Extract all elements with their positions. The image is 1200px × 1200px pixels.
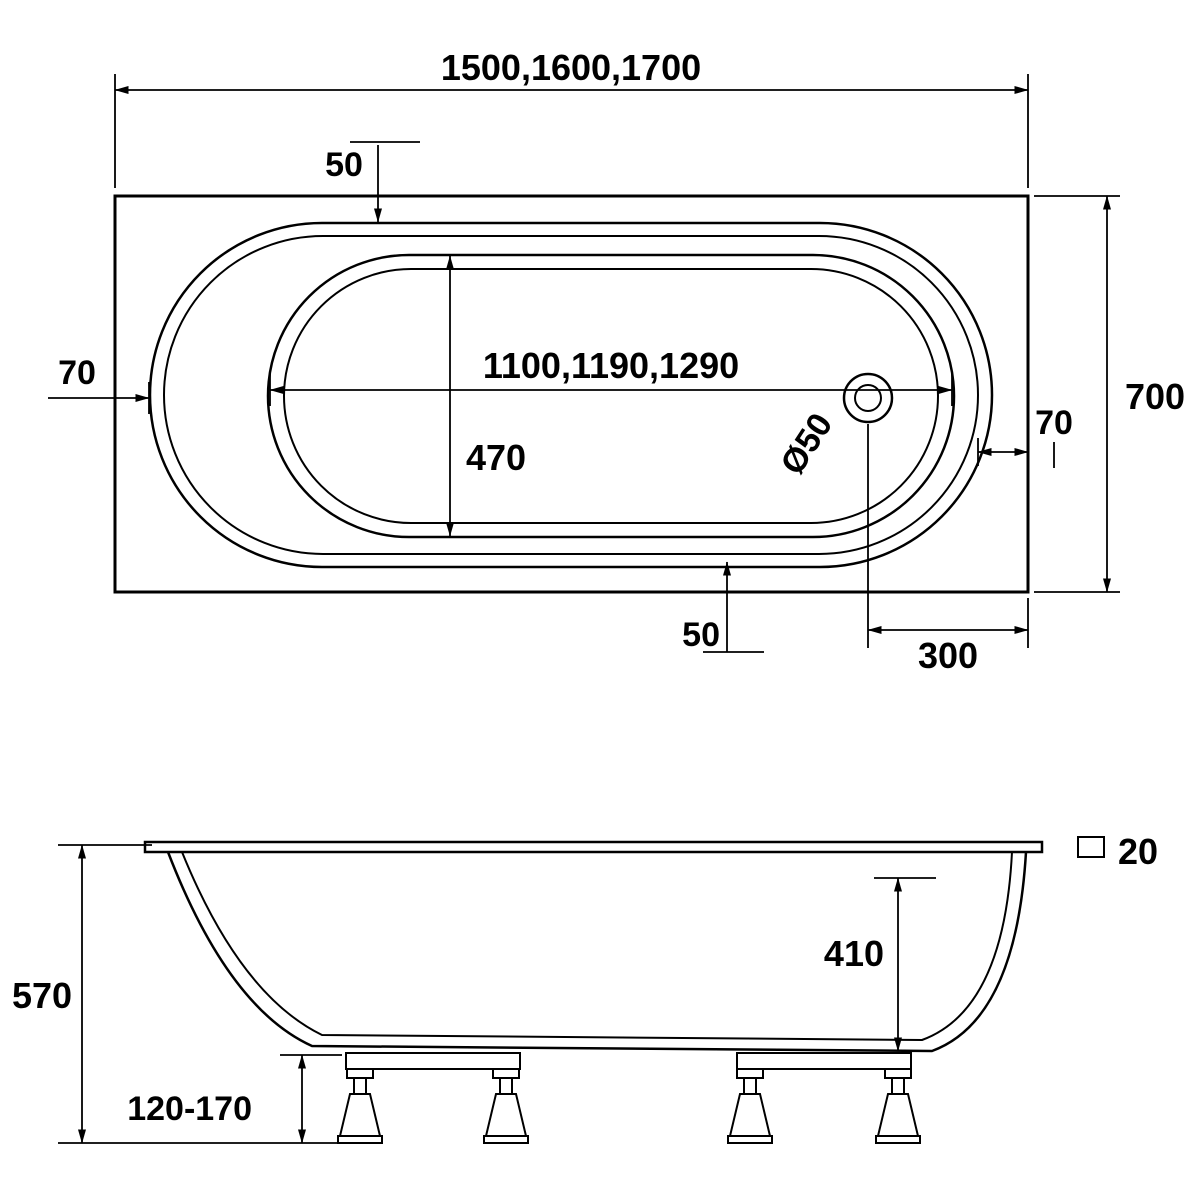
foot-base <box>337 1135 383 1144</box>
drain-outer-circle <box>842 372 894 424</box>
dim-label-offset-left: 70 <box>58 354 96 392</box>
dim-label-basin-width: 470 <box>466 437 526 478</box>
dim-inner-depth: 410 <box>824 877 936 1052</box>
dim-overall-length: 1500,1600,1700 <box>114 47 1029 188</box>
foot-pedestal <box>876 1093 920 1137</box>
tub-inner-profile <box>181 851 1013 1042</box>
dim-label-leg-height: 120-170 <box>127 1090 252 1128</box>
dim-overall-width: 700 <box>1034 195 1185 593</box>
foot-flange <box>492 1068 520 1079</box>
rim-thickness-detail <box>1077 836 1105 858</box>
tub-panel-outline <box>113 194 1030 594</box>
dim-drain-offset: 300 <box>867 424 1029 676</box>
basin-floor-outline <box>283 268 939 524</box>
rim-outer-outline <box>148 221 994 569</box>
foot-stem <box>891 1077 905 1095</box>
dim-offset-left: 70 <box>48 354 150 414</box>
dim-offset-right: 70 <box>977 404 1073 468</box>
foot-base <box>727 1135 773 1144</box>
foot-flange <box>736 1068 764 1079</box>
foot-stem <box>743 1077 757 1095</box>
adjustable-foot <box>337 1068 383 1144</box>
dim-basin-width: 470 <box>446 255 526 537</box>
foot-pedestal <box>338 1093 382 1137</box>
foot-pedestal <box>728 1093 772 1137</box>
adjustable-foot <box>483 1068 529 1144</box>
dim-basin-length: 1100,1190,1290 <box>269 345 953 406</box>
foot-base <box>875 1135 921 1144</box>
foot-flange <box>346 1068 374 1079</box>
foot-stem <box>353 1077 367 1095</box>
support-rail-left <box>345 1052 521 1070</box>
dim-label-inner-depth: 410 <box>824 933 884 974</box>
dim-label-basin-length: 1100,1190,1290 <box>483 345 739 386</box>
drain-inner-circle <box>854 384 882 412</box>
top-view: 1500,1600,1700 50 70 1100,1190,1290 470 … <box>48 47 1185 676</box>
foot-flange <box>884 1068 912 1079</box>
rim-profile <box>143 840 1044 854</box>
dim-rim-thickness: 20 <box>1077 831 1158 872</box>
dim-label-offset-right: 70 <box>1035 404 1073 442</box>
dim-label-drain-diameter: Ø50 <box>773 407 840 482</box>
dim-label-rim-thickness: 20 <box>1118 831 1158 872</box>
foot-stem <box>499 1077 513 1095</box>
dim-leg-height: 120-170 <box>127 1054 342 1144</box>
dim-offset-bottom: 50 <box>682 561 764 654</box>
adjustable-foot <box>727 1068 773 1144</box>
dim-label-offset-top: 50 <box>325 146 363 184</box>
dim-label-overall-width: 700 <box>1125 376 1185 417</box>
dim-offset-top: 50 <box>325 141 420 223</box>
support-rail-right <box>736 1052 912 1070</box>
dim-label-overall-height: 570 <box>12 975 72 1016</box>
adjustable-foot <box>875 1068 921 1144</box>
tub-outer-profile <box>166 851 1028 1053</box>
rim-inner-outline <box>163 235 979 555</box>
dim-label-drain-offset: 300 <box>918 635 978 676</box>
side-view: 20 570 410 120-170 <box>12 831 1158 1144</box>
foot-pedestal <box>484 1093 528 1137</box>
foot-base <box>483 1135 529 1144</box>
basin-outer-outline <box>266 253 956 539</box>
dim-overall-height: 570 <box>12 844 345 1144</box>
dim-label-offset-bottom: 50 <box>682 616 720 654</box>
dim-label-overall-length: 1500,1600,1700 <box>441 47 701 88</box>
